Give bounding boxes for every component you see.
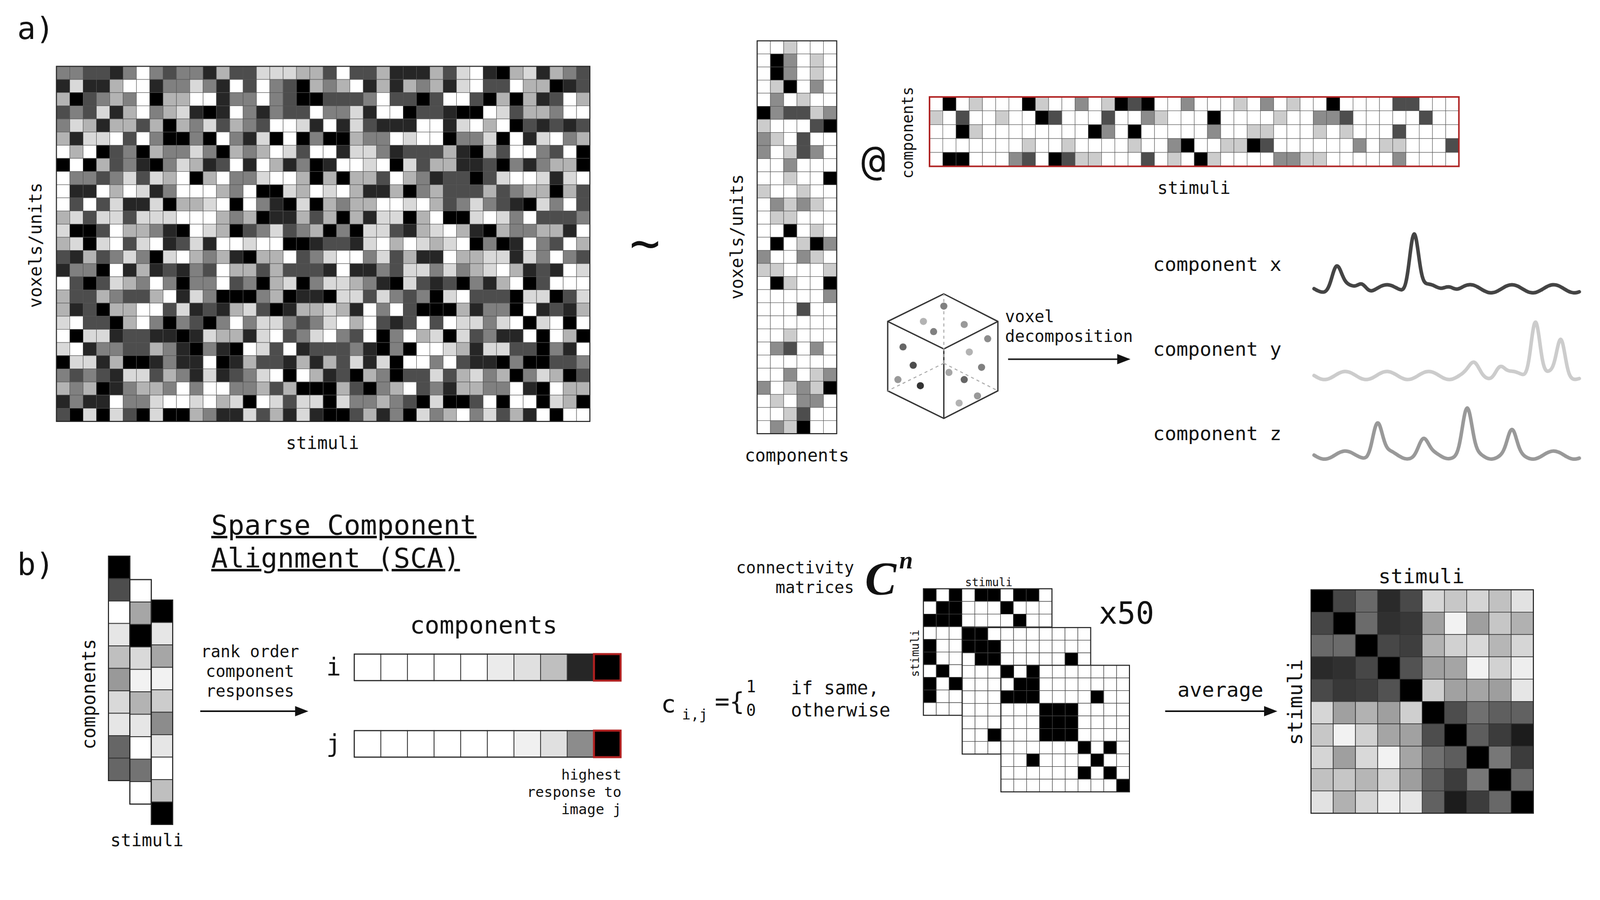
axis-label: stimuli: [965, 576, 1013, 590]
component-response-matrix: [929, 96, 1459, 167]
approx-symbol: ~: [629, 212, 660, 274]
component-y-wave: [1313, 322, 1580, 380]
component-column: [151, 599, 173, 825]
highest-response-cell: [593, 730, 621, 758]
axis-label: components: [409, 610, 558, 641]
axis-label: components: [899, 86, 918, 180]
component-z-wave: [1313, 407, 1580, 460]
equation-term: 0: [746, 700, 757, 721]
component-x-wave: [1313, 233, 1580, 293]
axis-label: voxels/units: [25, 182, 46, 308]
equation-term: 1: [746, 676, 757, 697]
connectivity-matrix: [923, 588, 1053, 715]
axis-label: components: [744, 444, 850, 466]
ranked-response-bar: [354, 730, 621, 758]
row-label: i: [326, 652, 342, 683]
equation-term: c: [660, 689, 676, 720]
connectivity-matrix: [1000, 664, 1130, 792]
equation-subscript: i,j: [682, 705, 708, 724]
panel-label: b): [17, 545, 55, 583]
matmul-symbol: @: [861, 135, 886, 185]
voxel-weight-matrix: [757, 40, 837, 434]
arrow-label: average: [1177, 677, 1264, 703]
component-column: [108, 555, 130, 781]
axis-label: stimuli: [1283, 658, 1309, 745]
count-label: x50: [1098, 594, 1155, 632]
highest-response-cell: [593, 654, 621, 681]
component-label: component y: [1153, 337, 1282, 361]
annotation: connectivity matrices: [723, 557, 855, 597]
rank-arrow: [200, 705, 309, 717]
equation-condition: if same, otherwise: [790, 677, 894, 722]
component-label: component x: [1153, 252, 1282, 276]
component-column: [129, 579, 151, 804]
average-matrix: [1310, 589, 1534, 813]
data-matrix: [56, 66, 590, 422]
row-label: j: [326, 728, 342, 759]
axis-label: voxels/units: [726, 174, 748, 300]
ranked-response-bar: [354, 654, 621, 681]
axis-label: components: [77, 638, 101, 750]
axis-label: stimuli: [110, 829, 184, 851]
arrow-label: rank order component responses: [197, 642, 302, 701]
math-superscript: n: [899, 545, 913, 576]
panel-label: a): [17, 10, 55, 47]
section-title: Sparse Component Alignment (SCA): [211, 507, 487, 574]
component-label: component z: [1153, 422, 1282, 446]
voxel-cube: [887, 293, 998, 419]
annotation: highest response to image j: [522, 765, 621, 818]
arrow-label: voxel decomposition: [1005, 306, 1138, 346]
axis-label: stimuli: [1378, 564, 1465, 589]
axis-label: stimuli: [908, 629, 922, 677]
equation-term: ={: [714, 687, 745, 718]
decomposition-arrow: [1008, 354, 1131, 365]
connectivity-matrix: [962, 627, 1091, 754]
math-symbol: C: [865, 550, 897, 607]
average-arrow: [1164, 705, 1277, 717]
axis-label: stimuli: [286, 432, 360, 454]
axis-label: stimuli: [1157, 177, 1231, 199]
